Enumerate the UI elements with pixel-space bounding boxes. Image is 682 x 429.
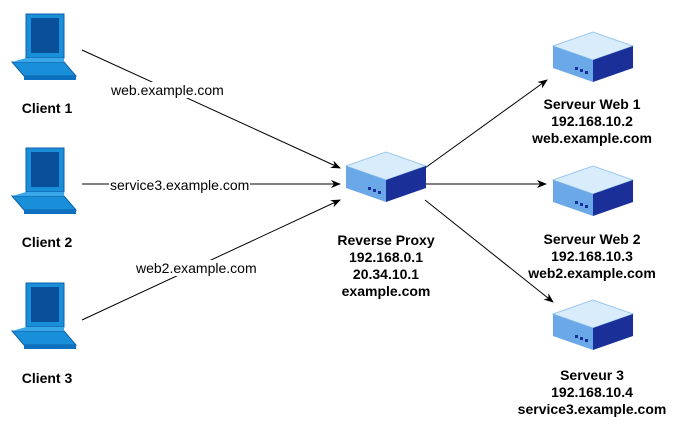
server3-ip: 192.168.10.4 [551,384,633,400]
client3-laptop-icon [11,282,77,350]
edge-proxy-server3 [424,199,554,303]
proxy-domain: example.com [341,283,431,299]
edge-client1-proxy [81,49,341,169]
web2-label: Serveur Web 2 192.168.10.3 web2.example.… [512,231,672,282]
server3-name: Serveur 3 [560,367,624,383]
web2-server-icon [552,165,634,217]
web2-domain: web2.example.com [528,265,656,281]
web1-server-icon [552,31,634,83]
proxy-ip1: 192.168.0.1 [349,249,423,265]
client1-label: Client 1 [21,100,73,116]
client3-label: Client 3 [21,370,73,386]
server3-server-icon [552,299,634,351]
web2-ip: 192.168.10.3 [551,248,633,264]
web1-ip: 192.168.10.2 [551,113,633,129]
proxy-label: Reverse Proxy 192.168.0.1 20.34.10.1 exa… [316,232,456,300]
server3-domain: service3.example.com [517,401,667,417]
client1-laptop-icon [11,13,77,81]
proxy-ip2: 20.34.10.1 [352,266,420,282]
web1-name: Serveur Web 1 [543,96,641,112]
proxy-server-icon [345,151,427,203]
web1-label: Serveur Web 1 192.168.10.2 web.example.c… [512,96,672,147]
client2-laptop-icon [11,147,77,215]
edge-label-web: web.example.com [110,82,225,98]
client2-label: Client 2 [21,234,73,250]
edge-label-service3: service3.example.com [109,177,251,193]
web1-domain: web.example.com [532,130,652,146]
edge-proxy-web1 [424,79,548,169]
web2-name: Serveur Web 2 [543,231,641,247]
edge-label-web2: web2.example.com [135,260,258,276]
proxy-name: Reverse Proxy [337,232,435,248]
server3-label: Serveur 3 192.168.10.4 service3.example.… [507,367,677,418]
